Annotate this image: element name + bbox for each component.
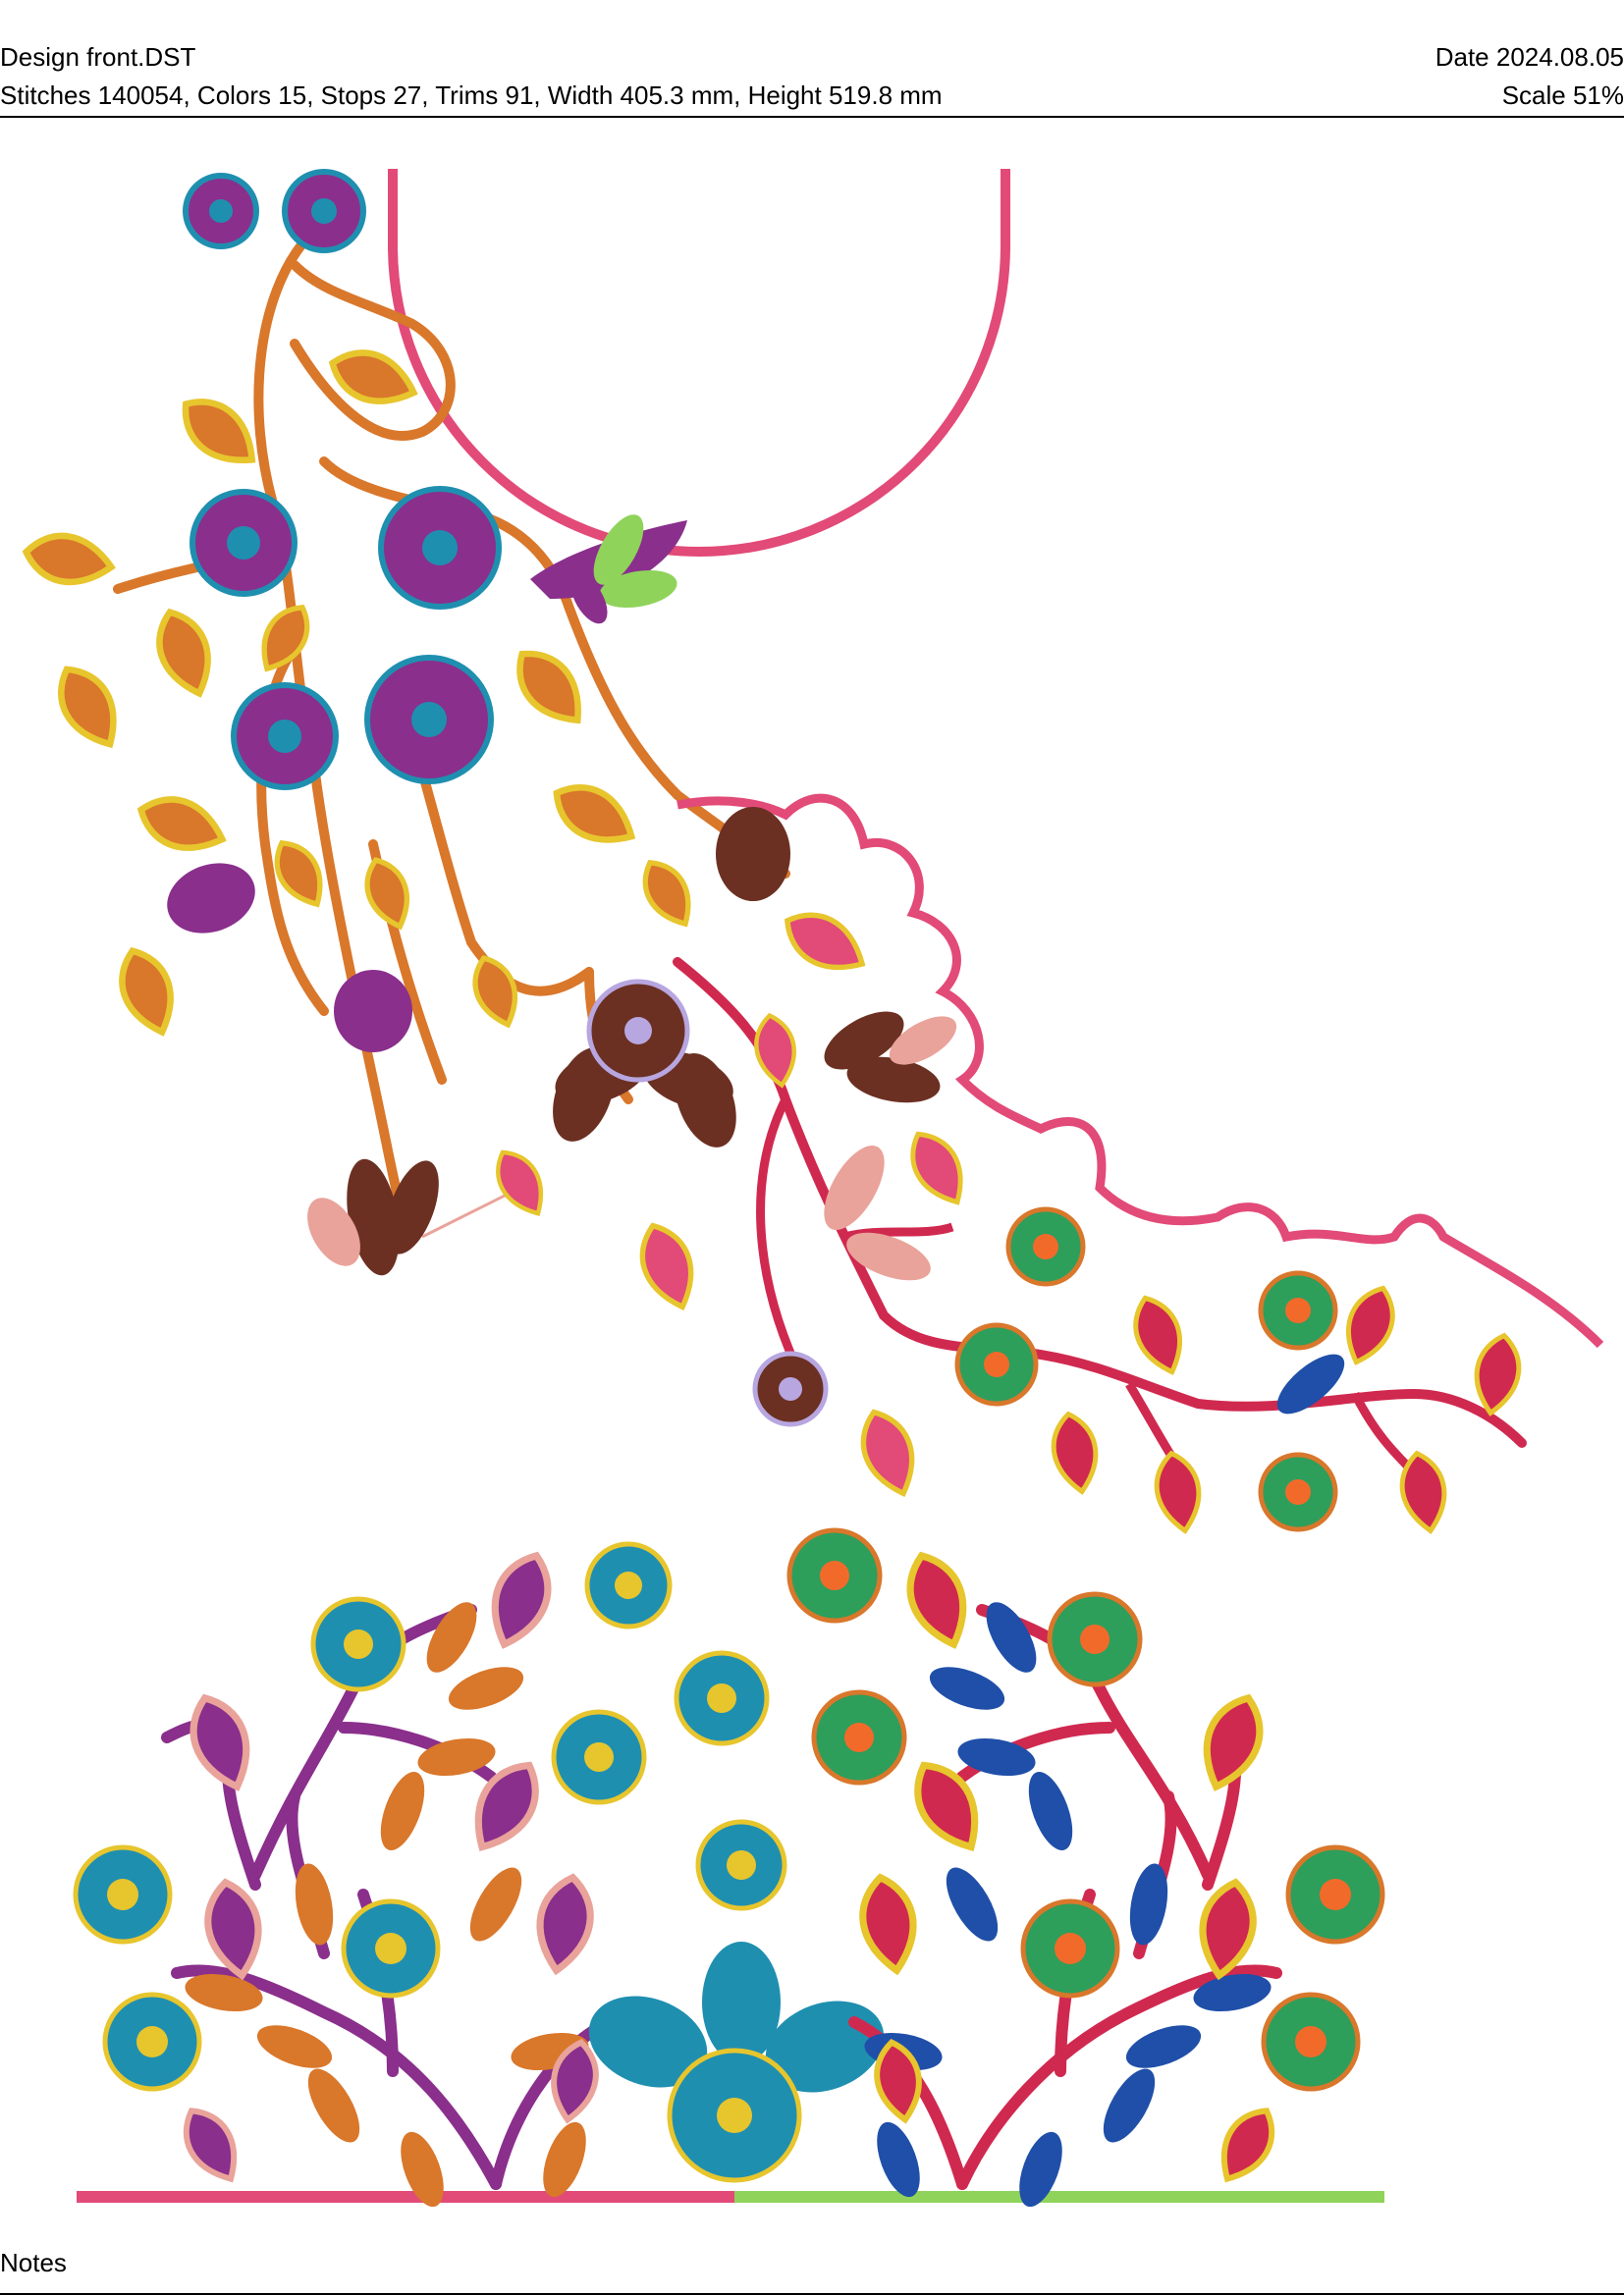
design-stats: Stitches 140054, Colors 15, Stops 27, Tr… (0, 80, 943, 110)
neckline-arc (388, 169, 1010, 557)
scalloped-border (677, 793, 1604, 1349)
notes-label: Notes (0, 2248, 67, 2277)
embroidery-design-preview (0, 169, 1604, 2208)
green-flowers-upper (954, 1206, 1338, 1532)
design-date: Date 2024.08.05 (1435, 42, 1624, 72)
green-flowers-lower (786, 1527, 1385, 2092)
baseline-pink (77, 2191, 734, 2203)
footer-rule (0, 2293, 1624, 2295)
design-scale: Scale 51% (1501, 80, 1624, 110)
teal-flowers-left (73, 1541, 787, 2092)
baseline-green (734, 2191, 1384, 2203)
purple-flowers (183, 169, 502, 790)
left-tree (161, 1604, 615, 2190)
center-teal-flower (588, 1942, 885, 2183)
brown-elements (307, 807, 957, 1427)
design-name: Design front.DST (0, 42, 196, 72)
purple-buds (167, 514, 687, 1052)
header-rule (0, 116, 1624, 118)
